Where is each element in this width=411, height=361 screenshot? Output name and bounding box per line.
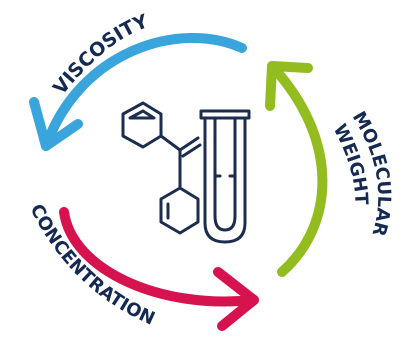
green-arrow-head [265,61,313,111]
bond-upper [159,134,182,152]
test-tube-outer [203,116,247,244]
green-arrow-body [267,61,328,277]
double-bond-b [181,143,202,158]
red-arrow-body [59,207,259,307]
blue-arrow-head [29,97,83,151]
red-curved-arrow-icon [59,207,259,331]
benzene-ring-upper-inner [128,109,156,120]
benzene-ring-upper [121,101,163,149]
blue-curved-arrow-icon [29,32,247,151]
red-arrow-head [213,267,259,331]
benzene-ring-lower [159,186,200,235]
chemistry-test-tube-icon [121,101,251,244]
test-tube-rack-top [199,109,251,120]
test-tube-inner [213,116,237,232]
blue-arrow-body [41,32,247,151]
double-bond-a [178,136,200,152]
green-curved-arrow-icon [265,61,328,277]
